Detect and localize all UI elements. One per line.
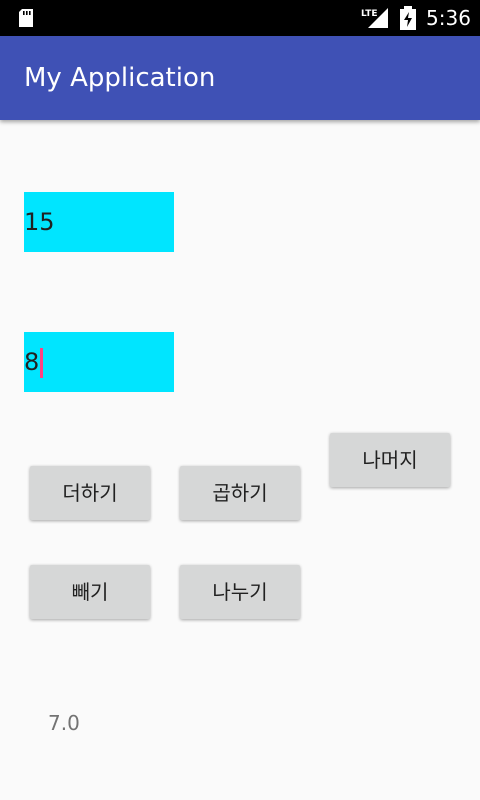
add-button[interactable]: 더하기 [30, 466, 150, 520]
app-title: My Application [24, 63, 216, 93]
divide-button[interactable]: 나누기 [180, 565, 300, 619]
second-number-value: 8 [24, 348, 40, 376]
multiply-button[interactable]: 곱하기 [180, 466, 300, 520]
sd-card-icon [19, 9, 33, 27]
first-number-field[interactable]: 15 [24, 192, 174, 252]
remainder-button[interactable]: 나머지 [330, 433, 450, 487]
first-number-value: 15 [24, 208, 55, 236]
battery-charging-icon [400, 6, 416, 30]
lte-signal-icon: LTE [361, 8, 388, 28]
network-label: LTE [361, 9, 378, 19]
status-bar: LTE 5:36 [0, 0, 480, 36]
clock: 5:36 [426, 6, 471, 30]
text-cursor [40, 348, 44, 378]
result-text: 7.0 [48, 711, 80, 735]
app-bar: My Application [0, 36, 480, 120]
subtract-button[interactable]: 빼기 [30, 565, 150, 619]
second-number-field[interactable]: 8 [24, 332, 174, 392]
